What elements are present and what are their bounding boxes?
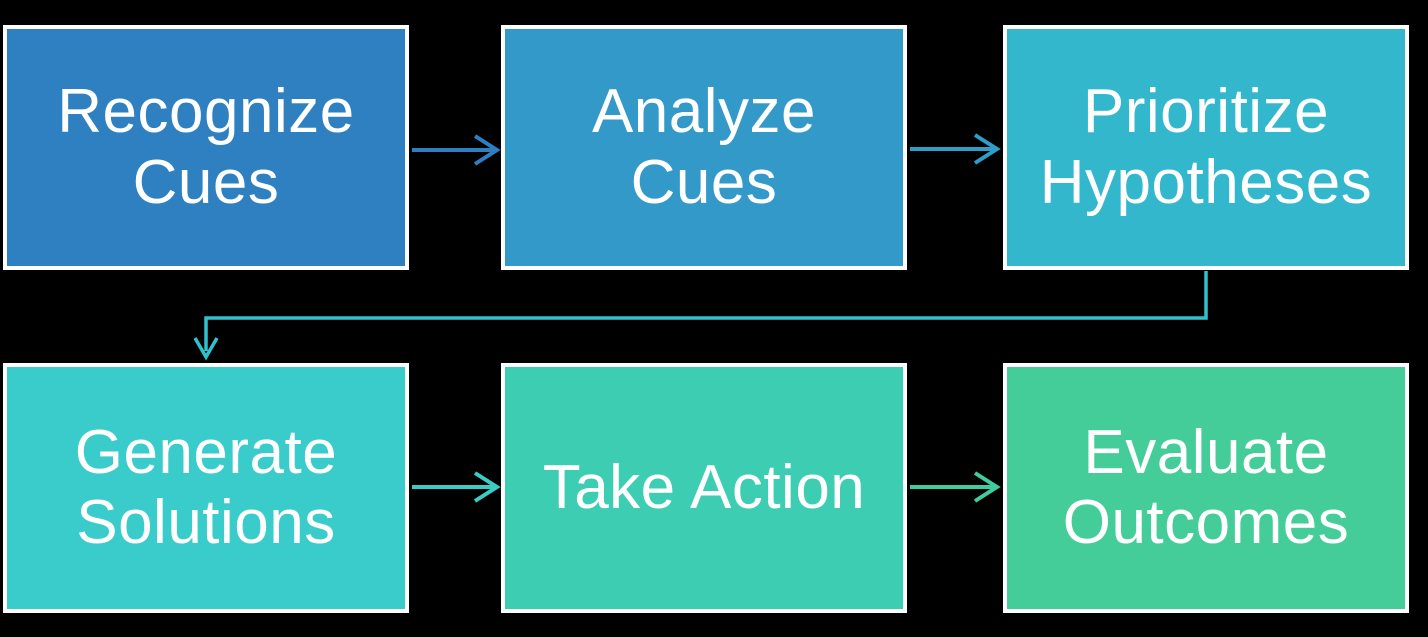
flow-box-analyze-cues: Analyze Cues	[501, 25, 907, 270]
box-label-line: Take Action	[542, 452, 866, 522]
box-label-line: Solutions	[76, 488, 336, 557]
box-label-line: Analyze	[591, 77, 817, 147]
arrow-recognize-to-analyze-icon	[412, 134, 501, 166]
flow-box-recognize-cues: Recognize Cues	[3, 25, 409, 270]
box-label-line: Hypotheses	[1039, 147, 1373, 217]
arrow-analyze-to-prioritize-icon	[910, 133, 1001, 165]
box-label-line: Cues	[132, 147, 280, 217]
arrow-take-to-evaluate-icon	[910, 471, 1001, 503]
box-label-line: Prioritize	[1082, 77, 1330, 147]
flow-box-evaluate-outcomes: Evaluate Outcomes	[1003, 363, 1409, 613]
box-label-line: Cues	[630, 147, 778, 217]
elbow-prioritize-to-generate-icon	[193, 271, 1208, 361]
flow-box-generate-solutions: Generate Solutions	[3, 363, 409, 613]
arrow-generate-to-take-icon	[412, 471, 501, 503]
box-label-line: Recognize	[57, 77, 355, 147]
box-label-line: Generate	[74, 417, 338, 487]
flow-box-take-action: Take Action	[501, 363, 907, 613]
box-label-line: Evaluate	[1083, 417, 1329, 487]
box-label-line: Outcomes	[1062, 488, 1350, 557]
flow-box-prioritize-hypotheses: Prioritize Hypotheses	[1003, 25, 1409, 270]
